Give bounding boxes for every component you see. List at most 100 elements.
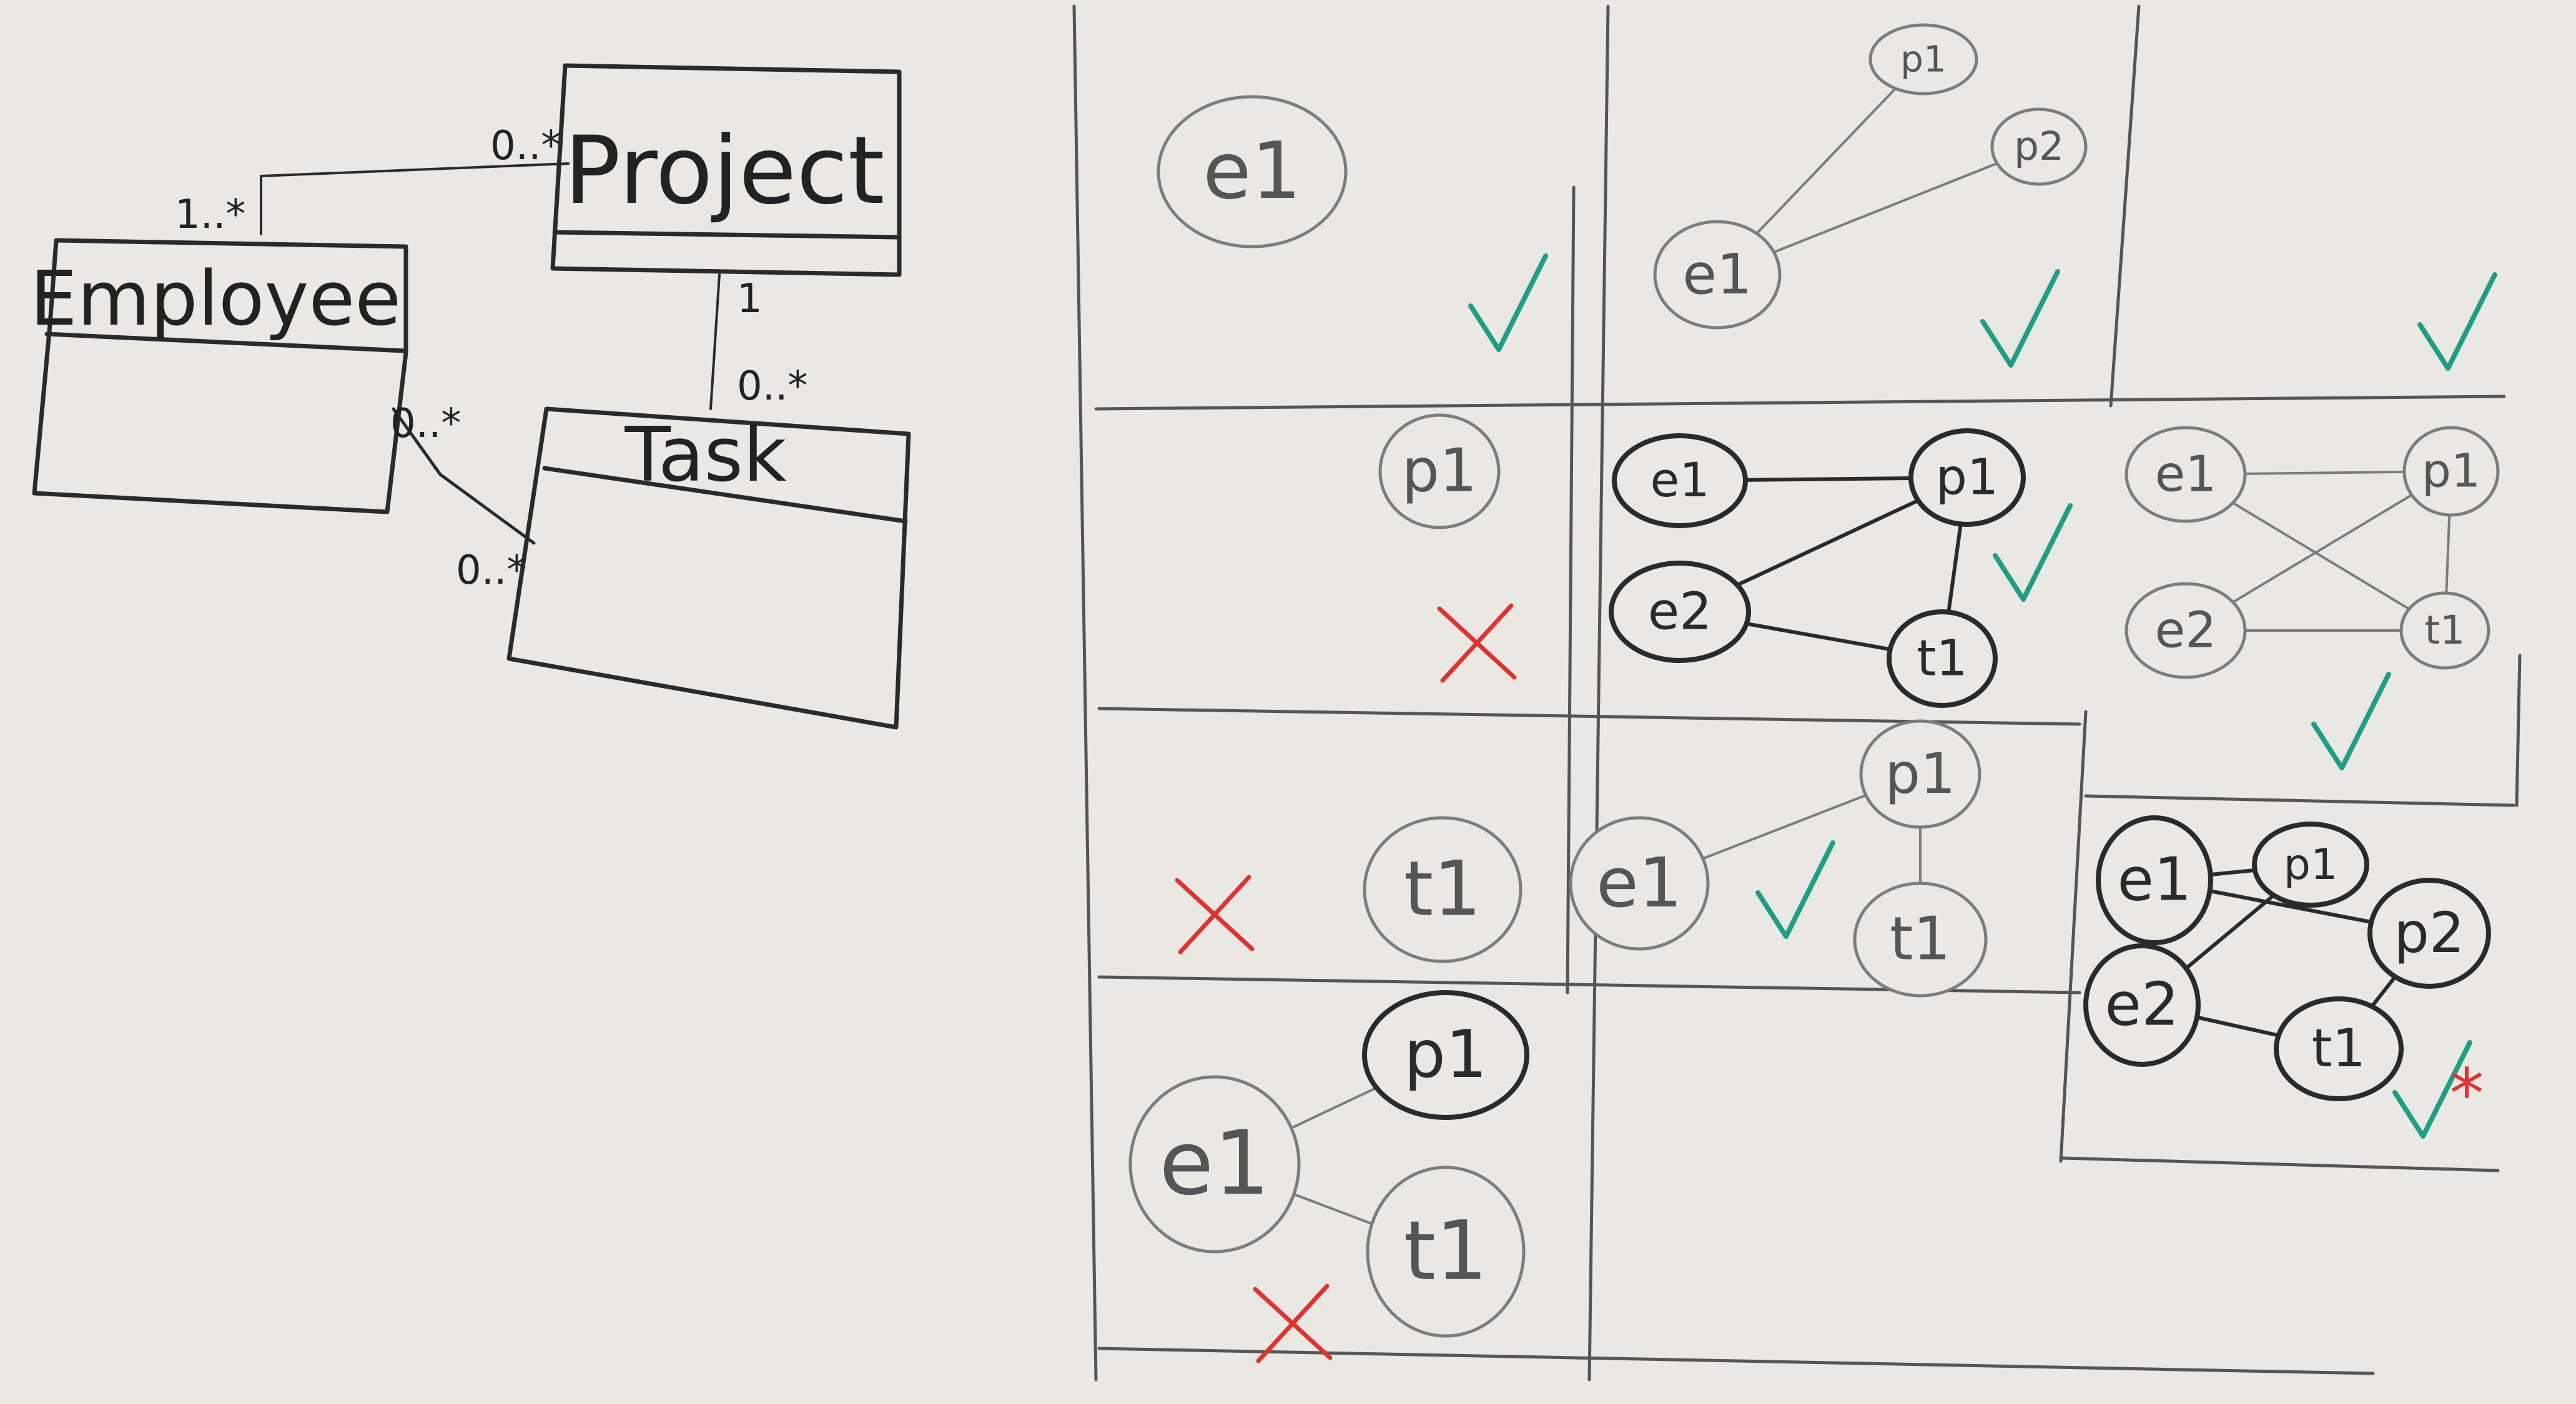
- object-node-e1: e1: [1569, 816, 1710, 951]
- node-label: t1: [2425, 607, 2465, 653]
- instance-diagram-c4: p1: [1378, 413, 1517, 683]
- node-label: p2: [2014, 124, 2064, 169]
- object-node-t1: t1: [1366, 1166, 1526, 1338]
- object-node-p1: p1: [1868, 23, 1978, 96]
- node-circle: [1908, 428, 2026, 527]
- instance-diagram-c7: t1: [1175, 816, 1522, 963]
- object-node-t1: t1: [1363, 816, 1522, 963]
- node-label: e1: [1596, 843, 1682, 923]
- object-node-p1: p1: [2402, 426, 2500, 517]
- node-label: p1: [1900, 37, 1947, 80]
- node-label: e1: [2155, 445, 2217, 503]
- multiplicity-employee-task-task-end: 0..*: [456, 547, 526, 594]
- node-label: t1: [2312, 1018, 2366, 1079]
- node-circle: [1366, 1166, 1526, 1338]
- node-label: t1: [1404, 845, 1481, 933]
- object-node-p1: p1: [1859, 719, 1981, 829]
- object-node-t1: t1: [2399, 591, 2490, 670]
- object-node-p2: p2: [1990, 107, 2088, 186]
- object-node-p1: p1: [1378, 413, 1501, 529]
- check-mark-icon: [1755, 840, 1835, 939]
- multiplicity-employee-task-employee-end: 0..*: [390, 401, 461, 447]
- node-label: t1: [1404, 1203, 1488, 1298]
- node-circle: [1990, 107, 2088, 186]
- node-circle: [1362, 990, 1529, 1120]
- instance-diagrams: e1 e1 p1 p2 p1 e1 e2 p1 t1 e1 e2 p1 t1 t1 e1 p1 t1 e1 e2 p1…: [1128, 23, 2500, 1363]
- check-mark-icon: [1993, 503, 2073, 602]
- class-name-task: Task: [624, 412, 787, 499]
- node-circle: [1128, 1075, 1301, 1254]
- node-label: e2: [2105, 971, 2179, 1039]
- object-node-e2: e2: [2083, 943, 2201, 1067]
- node-label: e1: [1203, 125, 1301, 217]
- node-label: p1: [1402, 437, 1478, 506]
- cross-mark-icon: [1175, 875, 1255, 955]
- instance-diagram-c3: [2417, 272, 2497, 371]
- node-label: e2: [1648, 582, 1712, 641]
- node-label: p1: [1885, 741, 1955, 806]
- object-node-e1: e1: [1128, 1075, 1301, 1254]
- node-circle: [1569, 816, 1710, 951]
- asterisk-note: *: [2450, 1054, 2484, 1134]
- node-circle: [1612, 433, 1748, 528]
- instance-grid: [1072, 4, 2522, 1382]
- object-node-e1: e1: [2096, 815, 2213, 945]
- object-node-e1: e1: [2124, 426, 2247, 523]
- node-circle: [1157, 95, 1348, 248]
- multiplicity-project-task-project-end: 1: [737, 276, 762, 322]
- object-node-e1: e1: [1612, 433, 1748, 528]
- object-node-p1: p1: [2252, 822, 2369, 908]
- multiplicity-employee-project-employee-end: 1..*: [175, 192, 245, 238]
- object-node-t1: t1: [1887, 609, 1998, 708]
- object-node-t1: t1: [2274, 996, 2404, 1101]
- association-employee-project: [260, 162, 570, 235]
- association-employee-task: [392, 407, 536, 545]
- object-node-p1: p1: [1362, 990, 1529, 1120]
- check-mark-icon: [2417, 272, 2497, 371]
- uml-class-diagram: [32, 63, 911, 730]
- object-node-e1: e1: [1653, 220, 1782, 330]
- association-project-task: [709, 273, 721, 410]
- node-circle: [1653, 220, 1782, 330]
- node-circle: [2399, 591, 2490, 670]
- instance-diagram-c1: e1: [1157, 95, 1548, 352]
- object-node-e2: e2: [2124, 582, 2247, 679]
- node-label: t1: [1890, 905, 1951, 974]
- node-circle: [2083, 943, 2201, 1067]
- node-label: p1: [2284, 840, 2337, 890]
- cross-mark-icon: [1253, 1284, 1333, 1363]
- check-mark-icon: [1468, 253, 1548, 352]
- check-mark-icon: [1980, 269, 2060, 368]
- node-circle: [2274, 996, 2404, 1101]
- node-label: e1: [2118, 846, 2192, 915]
- check-mark-icon: [2392, 1040, 2472, 1139]
- cross-mark-icon: [1437, 603, 1517, 683]
- node-circle: [2096, 815, 2213, 945]
- class-name-project: Project: [564, 117, 884, 225]
- object-node-p2: p2: [2367, 878, 2491, 989]
- object-node-e2: e2: [1609, 561, 1751, 663]
- node-circle: [1853, 881, 1988, 998]
- node-circle: [2402, 426, 2500, 517]
- node-circle: [1363, 816, 1522, 963]
- node-label: e1: [1159, 1112, 1270, 1215]
- instance-diagram-c2: e1 p1 p2: [1653, 23, 2088, 368]
- node-circle: [1609, 561, 1751, 663]
- instance-diagram-c6: e1 e2 p1 t1: [2124, 426, 2500, 770]
- class-task: [506, 406, 911, 730]
- check-mark-icon: [2311, 672, 2391, 770]
- node-circle: [2124, 426, 2247, 523]
- multiplicity-employee-project-project-end: 0..*: [490, 123, 561, 169]
- class-project: [550, 63, 902, 277]
- node-label: p1: [2422, 444, 2480, 498]
- instance-diagram-c8: e1 p1 t1: [1569, 719, 1988, 998]
- node-label: p1: [1404, 1016, 1487, 1092]
- node-circle: [1868, 23, 1978, 96]
- object-node-t1: t1: [1853, 881, 1988, 998]
- node-circle: [1378, 413, 1501, 529]
- node-label: e2: [2155, 601, 2217, 659]
- object-node-e1: e1: [1157, 95, 1348, 248]
